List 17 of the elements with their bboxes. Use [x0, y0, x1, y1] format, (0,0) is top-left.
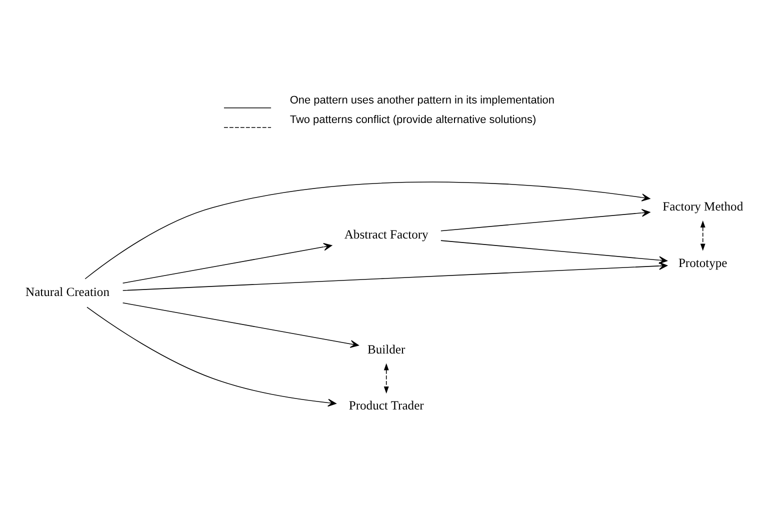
arrow [122, 302, 359, 348]
legend-label: One pattern uses another pattern in its implementation [290, 94, 554, 106]
node-text: Factory Method [662, 199, 744, 214]
arrow [700, 220, 706, 251]
node-text: Builder [368, 342, 406, 356]
arrow [122, 242, 332, 284]
arrow [384, 363, 389, 394]
arrow [84, 182, 650, 280]
node-text: Abstract Factory [344, 228, 428, 242]
node-text: Prototype [678, 256, 728, 270]
node-text: Product Trader [348, 398, 424, 413]
node-text: Natural Creation [26, 284, 110, 299]
arrow [440, 240, 668, 264]
arrow [86, 306, 336, 407]
legend-label: Two patterns conflict (provide alternative solutions) [290, 114, 536, 126]
arrow [122, 262, 668, 291]
arrow [440, 208, 650, 232]
